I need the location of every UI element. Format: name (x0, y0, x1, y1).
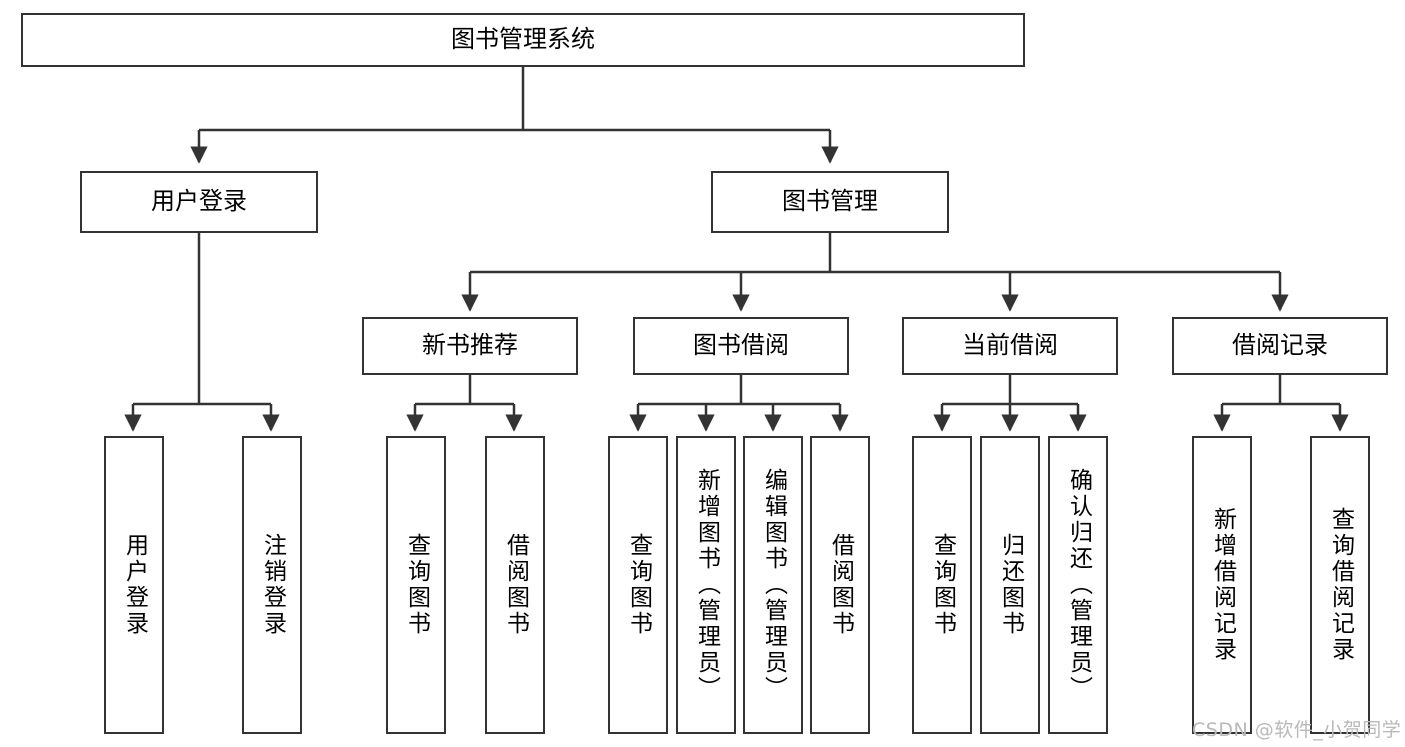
node-new-book-recommend[interactable]: 新书推荐 (362, 317, 578, 375)
node-current-borrow[interactable]: 当前借阅 (902, 317, 1118, 375)
node-root[interactable]: 图书管理系统 (21, 13, 1025, 67)
node-leaf-query-book-2[interactable]: 查询图书 (608, 436, 668, 734)
node-user-login[interactable]: 用户登录 (80, 171, 318, 233)
node-leaf-borrow-book-2-label: 借阅图书 (827, 533, 854, 637)
node-leaf-logout[interactable]: 注销登录 (242, 436, 302, 734)
node-leaf-confirm-return[interactable]: 确认归还（管理员） (1048, 436, 1108, 734)
node-leaf-query-book-1-label: 查询图书 (403, 533, 430, 637)
node-user-login-label: 用户登录 (151, 187, 247, 216)
node-book-manage[interactable]: 图书管理 (711, 171, 949, 233)
node-leaf-query-record-label: 查询借阅记录 (1327, 507, 1354, 663)
node-borrow-record[interactable]: 借阅记录 (1172, 317, 1388, 375)
node-book-manage-label: 图书管理 (782, 187, 878, 216)
node-leaf-logout-label: 注销登录 (259, 533, 286, 637)
node-leaf-query-book-3[interactable]: 查询图书 (912, 436, 972, 734)
node-leaf-add-book-label: 新增图书（管理员） (693, 468, 720, 702)
node-leaf-query-book-3-label: 查询图书 (929, 533, 956, 637)
node-leaf-add-record-label: 新增借阅记录 (1209, 507, 1236, 663)
node-leaf-user-login-label: 用户登录 (121, 533, 148, 637)
node-leaf-borrow-book-1-label: 借阅图书 (502, 533, 529, 637)
node-leaf-edit-book-label: 编辑图书（管理员） (760, 468, 787, 702)
node-leaf-borrow-book-2[interactable]: 借阅图书 (810, 436, 870, 734)
node-leaf-add-record[interactable]: 新增借阅记录 (1192, 436, 1252, 734)
node-leaf-edit-book[interactable]: 编辑图书（管理员） (743, 436, 803, 734)
node-leaf-return-book-label: 归还图书 (997, 533, 1024, 637)
node-leaf-query-record[interactable]: 查询借阅记录 (1310, 436, 1370, 734)
node-leaf-user-login[interactable]: 用户登录 (104, 436, 164, 734)
node-current-borrow-label: 当前借阅 (962, 331, 1058, 360)
node-leaf-return-book[interactable]: 归还图书 (980, 436, 1040, 734)
node-leaf-query-book-1[interactable]: 查询图书 (386, 436, 446, 734)
node-leaf-query-book-2-label: 查询图书 (625, 533, 652, 637)
node-book-borrow-label: 图书借阅 (693, 331, 789, 360)
node-leaf-confirm-return-label: 确认归还（管理员） (1065, 468, 1092, 702)
node-root-label: 图书管理系统 (451, 25, 595, 54)
csdn-watermark: CSDN @软件_小贺同学 (1192, 719, 1402, 741)
node-leaf-add-book[interactable]: 新增图书（管理员） (676, 436, 736, 734)
node-leaf-borrow-book-1[interactable]: 借阅图书 (485, 436, 545, 734)
node-new-book-recommend-label: 新书推荐 (422, 331, 518, 360)
node-borrow-record-label: 借阅记录 (1232, 331, 1328, 360)
node-book-borrow[interactable]: 图书借阅 (633, 317, 849, 375)
